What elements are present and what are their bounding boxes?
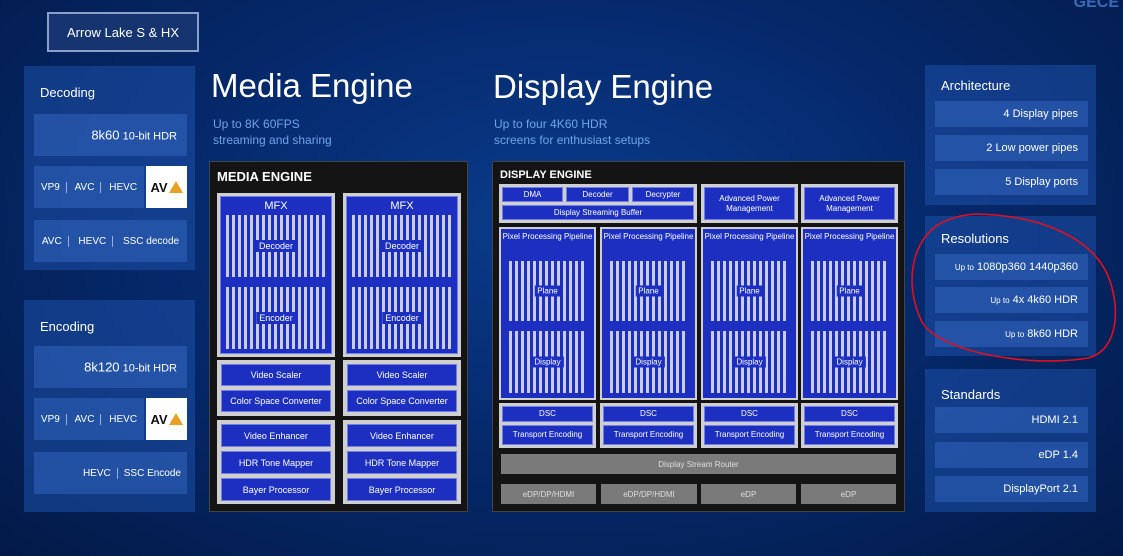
pixel-pipeline: Pixel Processing Pipeline Plane Display — [499, 227, 596, 400]
mfx-block: MFX Decoder Encoder — [217, 193, 335, 357]
resolutions-title: Resolutions — [941, 231, 1009, 246]
scaler-group: Video Scaler Color Space Converter — [343, 360, 461, 416]
decoding-panel: Decoding 8k60 10-bit HDR VP9 AVC HEVC AV… — [24, 66, 195, 270]
av1-logo: AV — [146, 398, 187, 440]
dma-group: DMA Decoder Decrypter Display Streaming … — [499, 184, 697, 223]
pixel-pipeline: Pixel Processing Pipeline Plane Display — [600, 227, 697, 400]
dsc-group: DSC Transport Encoding — [499, 403, 596, 448]
mfx-block: MFX Decoder Encoder — [343, 193, 461, 357]
decoding-codecs-row1: VP9 AVC HEVC — [34, 166, 144, 208]
decoder-label: Decoder — [381, 240, 423, 252]
port: eDP — [701, 484, 796, 504]
product-badge: Arrow Lake S & HX — [47, 12, 199, 52]
corner-text: GECE — [1073, 0, 1119, 11]
encoder-label: Encoder — [256, 312, 296, 324]
architecture-title: Architecture — [941, 78, 1011, 93]
display-stream-router: Display Stream Router — [501, 454, 896, 474]
enhancer-group: Video Enhancer HDR Tone Mapper Bayer Pro… — [217, 420, 335, 504]
architecture-panel: Architecture 4 Display pipes 2 Low power… — [925, 65, 1096, 205]
display-engine-subtitle: Up to four 4K60 HDR screens for enthusia… — [494, 117, 651, 147]
dsc-group: DSC Transport Encoding — [701, 403, 798, 448]
media-engine-subtitle: Up to 8K 60FPS streaming and sharing — [213, 117, 332, 147]
av1-logo: AV — [146, 166, 187, 208]
apm-block: Advanced Power Management — [801, 184, 898, 223]
decoder-label: Decoder — [255, 240, 297, 252]
standards-panel: Standards HDMI 2.1 eDP 1.4 DisplayPort 2… — [925, 369, 1096, 512]
media-engine-title: Media Engine — [211, 67, 413, 104]
port: eDP/DP/HDMI — [601, 484, 697, 504]
display-engine-diagram: DISPLAY ENGINE DMA Decoder Decrypter Dis… — [492, 161, 905, 512]
port: eDP — [801, 484, 896, 504]
display-diagram-title: DISPLAY ENGINE — [500, 169, 592, 181]
decoding-headline: 8k60 10-bit HDR — [34, 114, 187, 156]
scaler-group: Video Scaler Color Space Converter — [217, 360, 335, 416]
decoding-codecs-row2: AVC HEVC SSC decode — [34, 220, 187, 262]
pixel-pipeline: Pixel Processing Pipeline Plane Display — [701, 227, 798, 400]
encoding-title: Encoding — [40, 319, 95, 334]
pixel-pipeline: Pixel Processing Pipeline Plane Display — [801, 227, 898, 400]
media-diagram-title: MEDIA ENGINE — [217, 169, 312, 184]
encoding-codecs-row2: HEVC SSC Encode — [34, 452, 187, 494]
encoder-label: Encoder — [382, 312, 422, 324]
dsc-group: DSC Transport Encoding — [600, 403, 697, 448]
encoding-panel: Encoding 8k120 10-bit HDR VP9 AVC HEVC A… — [24, 300, 195, 512]
resolutions-panel: Resolutions Up to 1080p360 1440p360 Up t… — [925, 216, 1096, 356]
encoding-headline: 8k120 10-bit HDR — [34, 346, 187, 388]
port: eDP/DP/HDMI — [501, 484, 596, 504]
decoding-title: Decoding — [40, 85, 95, 100]
apm-block: Advanced Power Management — [701, 184, 798, 223]
dsc-group: DSC Transport Encoding — [801, 403, 898, 448]
enhancer-group: Video Enhancer HDR Tone Mapper Bayer Pro… — [343, 420, 461, 504]
standards-title: Standards — [941, 387, 1001, 402]
media-engine-diagram: MEDIA ENGINE MFX Decoder Encoder MFX Dec… — [209, 161, 468, 512]
encoding-codecs-row1: VP9 AVC HEVC — [34, 398, 144, 440]
display-engine-title: Display Engine — [493, 68, 714, 105]
